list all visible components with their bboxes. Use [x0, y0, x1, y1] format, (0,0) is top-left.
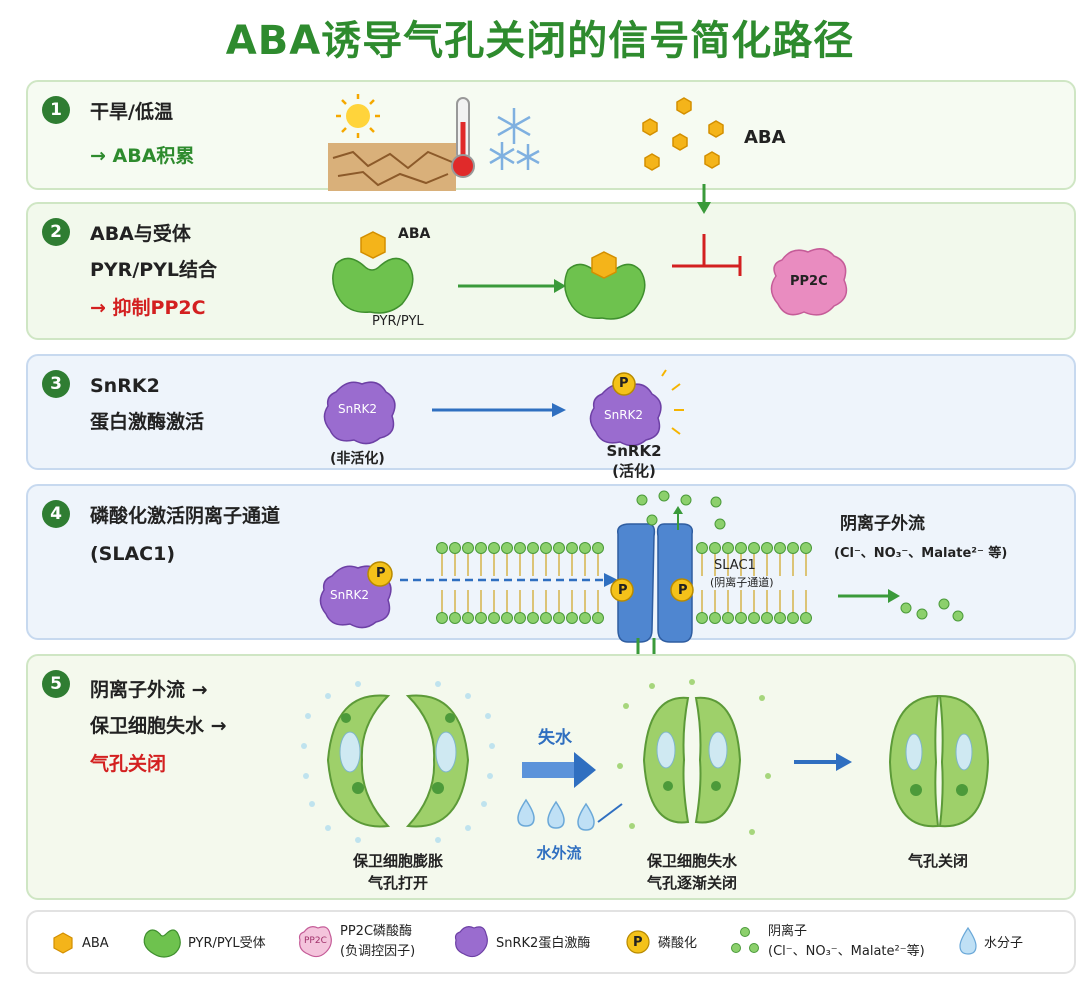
receptor-bound-icon — [564, 251, 646, 320]
closing-arrow — [794, 753, 852, 771]
step-5-result: 气孔关闭 — [90, 753, 167, 775]
water-drops-icon — [517, 798, 623, 831]
stomata-open-icon — [301, 681, 495, 843]
efflux-detail: (Cl⁻、NO₃⁻、Malate²⁻ 等) — [834, 546, 1008, 561]
activation-arrow — [432, 403, 566, 417]
open-caption-line2: 气孔打开 — [367, 874, 428, 892]
step-2-result: → 抑制PP2C — [90, 297, 206, 319]
phosphorylation-arrow — [400, 573, 618, 587]
receptor-icon — [143, 929, 181, 958]
step-4-title-line1: 磷酸化激活阴离子通道 — [90, 505, 281, 527]
snrk2-phospho-icon — [319, 561, 393, 629]
efflux-arrow — [838, 589, 964, 622]
step-number: 1 — [42, 96, 70, 124]
phosphate-icon — [626, 930, 650, 954]
water-drop-icon — [959, 926, 977, 955]
aba-bound-label: ABA — [398, 226, 431, 242]
legend-anion-sublabel: (Cl⁻、NO₃⁻、Malate²⁻等) — [768, 944, 925, 959]
legend-pp2c-sublabel: (负调控因子) — [340, 944, 416, 959]
slac1-sublabel: (阴离子通道) — [710, 576, 774, 589]
closed-caption: 气孔关闭 — [907, 852, 968, 870]
step-5-panel: 5 阴离子外流 → 保卫细胞失水 → 气孔关闭 保卫细胞膨胀 气孔打开 失水 水… — [26, 654, 1076, 900]
step-5-title-line2: 保卫细胞失水 → — [90, 715, 227, 737]
water-loss-label: 失水 — [538, 728, 572, 748]
snrk2-label: SnRK2 — [338, 402, 378, 416]
phosphate-label: P — [619, 376, 629, 391]
active-label: (活化) — [612, 462, 656, 480]
legend: ABA PYR/PYL受体 PP2C PP2C磷酸酶 (负调控因子) SnRK2… — [26, 910, 1076, 974]
step-number: 4 — [42, 500, 70, 528]
active-name: SnRK2 — [606, 442, 662, 460]
water-out-label: 水外流 — [536, 844, 582, 862]
snowflake-icon — [489, 108, 540, 170]
phosphate-label: P — [376, 566, 386, 581]
step-2-title-line2: PYR/PYL结合 — [90, 259, 218, 281]
snrk2-inactive-icon — [323, 381, 396, 445]
slac1-phosphate-left: P — [618, 583, 628, 598]
aba-label: ABA — [744, 127, 786, 148]
step-1-panel: 1 干旱/低温 → ABA积累 A — [26, 80, 1076, 191]
stomata-closing-icon — [617, 679, 771, 835]
water-loss-arrow — [522, 752, 596, 788]
receptor-label: PYR/PYL — [372, 314, 424, 329]
snrk2-label: SnRK2 — [330, 588, 370, 602]
open-caption-line1: 保卫细胞膨胀 — [352, 852, 443, 870]
pp2c-label: PP2C — [790, 274, 828, 289]
step-1-title: 干旱/低温 — [90, 101, 173, 123]
page-title: ABA诱导气孔关闭的信号简化路径 — [225, 18, 855, 64]
step-number: 2 — [42, 218, 70, 246]
step-3-title-line2: 蛋白激酶激活 — [90, 411, 205, 433]
aba-hexagon-icon — [360, 231, 386, 259]
step-3-title-line1: SnRK2 — [90, 375, 160, 397]
thermometer-icon — [451, 97, 475, 178]
legend-phosphate-label: 磷酸化 — [658, 936, 698, 951]
slac1-phosphate-right: P — [678, 583, 688, 598]
step-5-title-line1: 阴离子外流 → — [90, 679, 208, 701]
snrk2-active-icon — [589, 369, 684, 447]
inactive-label: (非活化) — [330, 451, 385, 467]
step-2-panel: 2 ABA与受体 PYR/PYL结合 → 抑制PP2C ABA PYR/PYL … — [26, 184, 1076, 340]
snrk2-icon — [454, 926, 488, 958]
pp2c-icon — [770, 248, 848, 316]
step-number: 5 — [42, 670, 70, 698]
efflux-title: 阴离子外流 — [840, 514, 925, 534]
legend-pp2c-label: PP2C磷酸酶 — [340, 924, 413, 939]
membrane-bilayer — [436, 542, 812, 624]
step-number: 3 — [42, 370, 70, 398]
legend-receptor-label: PYR/PYL受体 — [188, 936, 266, 951]
step-2-title-line1: ABA与受体 — [90, 223, 191, 245]
drought-icon — [328, 94, 456, 191]
inhibition-arrow — [672, 184, 742, 276]
binding-arrow — [458, 279, 566, 293]
legend-anion-label: 阴离子 — [768, 924, 808, 939]
phosphate-icon — [612, 372, 636, 396]
anion-dots-icon — [731, 927, 759, 953]
anion-dots-top — [636, 490, 726, 530]
slac1-channel-icon — [610, 523, 694, 643]
stomata-closed-icon — [888, 694, 990, 828]
legend-snrk2-label: SnRK2蛋白激酶 — [496, 936, 591, 951]
slac1-label: SLAC1 — [714, 558, 756, 573]
snrk2-active-inner-label: SnRK2 — [604, 408, 644, 422]
closing-caption-line1: 保卫细胞失水 — [646, 852, 737, 870]
step-3-panel: 3 SnRK2 蛋白激酶激活 SnRK2 (非活化) P SnRK2 SnRK2… — [26, 354, 1076, 480]
step-4-title-line2: (SLAC1) — [90, 543, 176, 565]
legend-pp2c-icon-text: PP2C — [304, 936, 327, 946]
closing-caption-line2: 气孔逐渐关闭 — [646, 874, 737, 892]
aba-molecules-icon — [642, 97, 724, 171]
legend-water-label: 水分子 — [984, 936, 1024, 951]
legend-aba-label: ABA — [82, 936, 109, 951]
step-1-result: → ABA积累 — [90, 145, 195, 167]
receptor-open-icon — [332, 257, 414, 314]
legend-phosphate-icon-text: P — [633, 935, 643, 950]
step-4-panel: 4 磷酸化激活阴离子通道 (SLAC1) P SnRK2 P P SLAC1 (… — [26, 484, 1076, 672]
pp2c-icon — [298, 926, 332, 958]
aba-hexagon-icon — [53, 932, 73, 954]
